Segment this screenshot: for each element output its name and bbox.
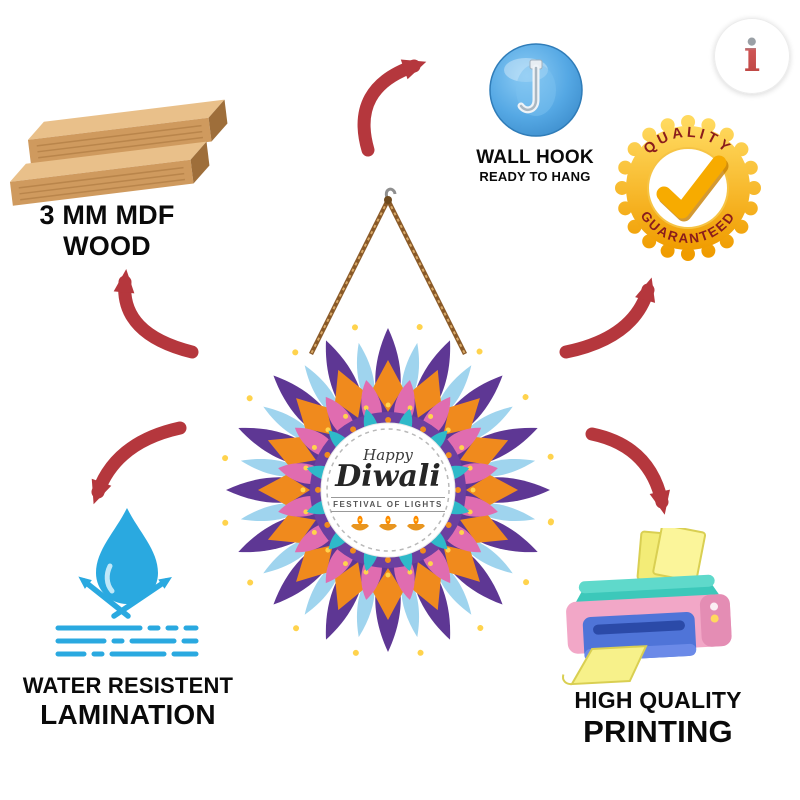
- diya-icon: [407, 515, 425, 531]
- wood-planks-icon: [7, 98, 231, 207]
- mandala-outer-dots: [219, 321, 557, 659]
- brand-watermark: i: [714, 18, 790, 94]
- lamination-label-line2: LAMINATION: [40, 699, 216, 730]
- wood-label-line1: 3 MM MDF: [39, 200, 175, 230]
- plaque-center-circle: [320, 422, 456, 558]
- printing-label: HIGH QUALITY PRINTING: [548, 686, 768, 749]
- plaque-subtitle: FESTIVAL OF LIGHTS: [331, 497, 445, 512]
- paper-top: [652, 528, 707, 583]
- mandala-dot-ring: [300, 402, 476, 578]
- diya-icons: [351, 515, 425, 531]
- plaque-text: Happy Diwali FESTIVAL OF LIGHTS: [321, 430, 455, 550]
- diya-icon: [379, 515, 397, 531]
- arrow-to-hook: [357, 59, 427, 157]
- printer-icon: [562, 528, 732, 686]
- check-icon: [656, 155, 727, 219]
- arrow-to-wood: [113, 269, 199, 359]
- quality-badge: QUALITY GUARANTEED: [615, 115, 761, 261]
- lamination-icon: [55, 508, 199, 657]
- paper-slot: [593, 620, 685, 635]
- mandala-wall-hanging: [219, 321, 557, 659]
- printing-label-line2: PRINTING: [583, 714, 733, 749]
- wood-label-line2: WOOD: [63, 231, 151, 261]
- badge-scallops: [615, 115, 761, 261]
- lamination-label-line1: WATER RESISTENT: [22, 673, 234, 698]
- wall-hook-icon: [486, 40, 586, 140]
- hook-label-line2: READY TO HANG: [479, 169, 591, 184]
- wood-label: 3 MM MDF WOOD: [2, 200, 212, 262]
- hook-label-line1: WALL HOOK: [476, 147, 594, 168]
- water-drop-icon: [96, 508, 158, 605]
- arrow-to-lamination: [91, 421, 187, 505]
- lamination-layers-icon: [55, 625, 199, 657]
- diya-icon: [351, 515, 369, 531]
- paper-out: [570, 645, 648, 686]
- brand-letter: i: [743, 30, 761, 82]
- lamination-label: WATER RESISTENT LAMINATION: [8, 672, 248, 731]
- arrow-to-quality: [559, 277, 656, 359]
- bounce-arrows: [78, 576, 172, 619]
- arrow-to-printer: [585, 427, 670, 515]
- printing-label-line1: HIGH QUALITY: [574, 687, 742, 713]
- hanging-rope: [308, 187, 468, 356]
- plaque-title: Diwali: [335, 459, 441, 494]
- mandala-inner-dots: [315, 417, 461, 563]
- hook-label: WALL HOOK READY TO HANG: [452, 146, 618, 185]
- plaque-greeting: Happy: [363, 446, 413, 464]
